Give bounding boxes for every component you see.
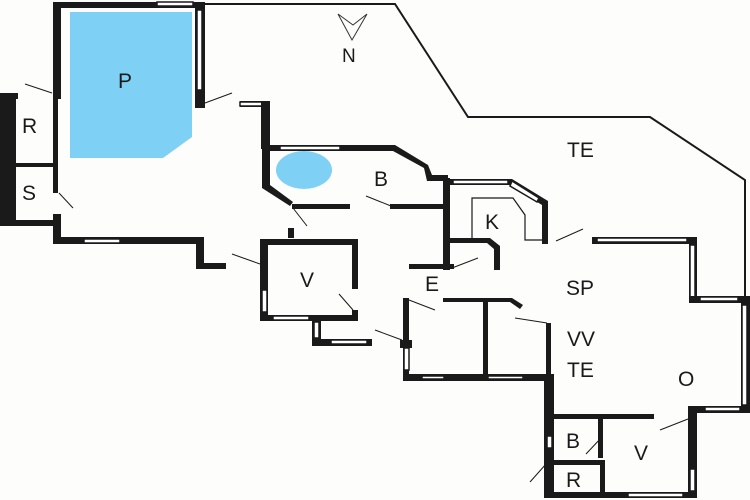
window <box>156 1 194 7</box>
wall <box>0 95 16 225</box>
room-label-bedroom: V <box>300 269 314 292</box>
wall <box>262 145 448 206</box>
wall <box>550 414 654 419</box>
wall <box>196 263 226 269</box>
window <box>83 238 121 244</box>
wall <box>483 298 488 378</box>
door[interactable] <box>555 228 584 242</box>
wall <box>0 93 18 99</box>
door[interactable] <box>659 418 689 431</box>
window <box>487 375 524 380</box>
bathtub-shape <box>276 151 332 189</box>
room-label-living-room: VV <box>567 328 595 351</box>
room-label-pool: P <box>118 70 132 93</box>
wall <box>261 101 270 149</box>
door[interactable] <box>231 253 261 265</box>
wall <box>53 237 204 244</box>
door[interactable] <box>514 317 548 324</box>
wall <box>403 298 409 380</box>
wall <box>288 228 294 238</box>
room-label-terrace-mid: TE <box>567 359 594 382</box>
window <box>452 179 509 185</box>
wall <box>448 238 500 270</box>
room-label-terrace: TE <box>567 139 594 162</box>
window <box>689 244 696 298</box>
room-label-bathroom: B <box>374 168 388 191</box>
door[interactable] <box>338 293 354 311</box>
window <box>546 435 553 449</box>
door[interactable] <box>24 83 53 94</box>
room-label-utility-2: R <box>566 469 581 492</box>
wall <box>53 2 61 99</box>
window <box>627 492 684 498</box>
wall <box>196 237 204 269</box>
window <box>330 339 368 345</box>
door[interactable] <box>365 195 392 207</box>
wall <box>390 204 446 209</box>
wall <box>544 492 697 498</box>
door[interactable] <box>58 192 74 209</box>
wall <box>403 374 551 381</box>
wall <box>53 2 198 8</box>
wall <box>400 340 412 348</box>
window <box>596 237 688 243</box>
door[interactable] <box>408 299 436 311</box>
wall <box>600 460 605 498</box>
wall <box>688 406 697 498</box>
window <box>699 296 739 302</box>
wall <box>546 323 551 378</box>
door[interactable] <box>292 207 308 227</box>
window <box>421 375 445 380</box>
room-label-living-dining: SP <box>566 277 594 300</box>
door[interactable] <box>529 463 547 483</box>
room-label-open-area: O <box>678 368 694 391</box>
window <box>196 9 203 91</box>
pool-shape <box>70 12 192 158</box>
window <box>403 347 410 371</box>
room-label-bathroom-2: B <box>566 430 580 453</box>
room-label-kitchen: K <box>485 211 499 234</box>
room-label-utility: R <box>22 115 37 138</box>
wall <box>0 220 60 226</box>
compass-label: N <box>342 46 356 67</box>
wall <box>443 178 450 270</box>
wall <box>443 298 523 309</box>
wall <box>260 239 268 321</box>
wall <box>550 460 605 465</box>
door[interactable] <box>204 92 233 104</box>
wall <box>53 98 58 193</box>
room-label-entrance: E <box>425 273 439 296</box>
kitchen-counter <box>471 197 545 241</box>
window <box>509 179 540 204</box>
compass-icon <box>337 13 368 42</box>
window <box>279 145 341 151</box>
wall <box>260 239 358 245</box>
door[interactable] <box>374 329 403 341</box>
wall <box>10 163 55 167</box>
door[interactable] <box>451 257 479 269</box>
wall <box>53 214 61 244</box>
window <box>272 315 310 321</box>
terrace-outline <box>198 3 746 300</box>
window <box>261 289 268 313</box>
wall <box>409 264 454 269</box>
wall <box>352 239 358 289</box>
window <box>689 468 696 492</box>
wall <box>292 204 350 209</box>
room-label-storage: S <box>22 182 36 205</box>
window <box>704 406 741 412</box>
window <box>313 321 320 339</box>
door[interactable] <box>585 436 603 455</box>
window <box>741 304 748 406</box>
room-label-bedroom-2: V <box>634 442 648 465</box>
